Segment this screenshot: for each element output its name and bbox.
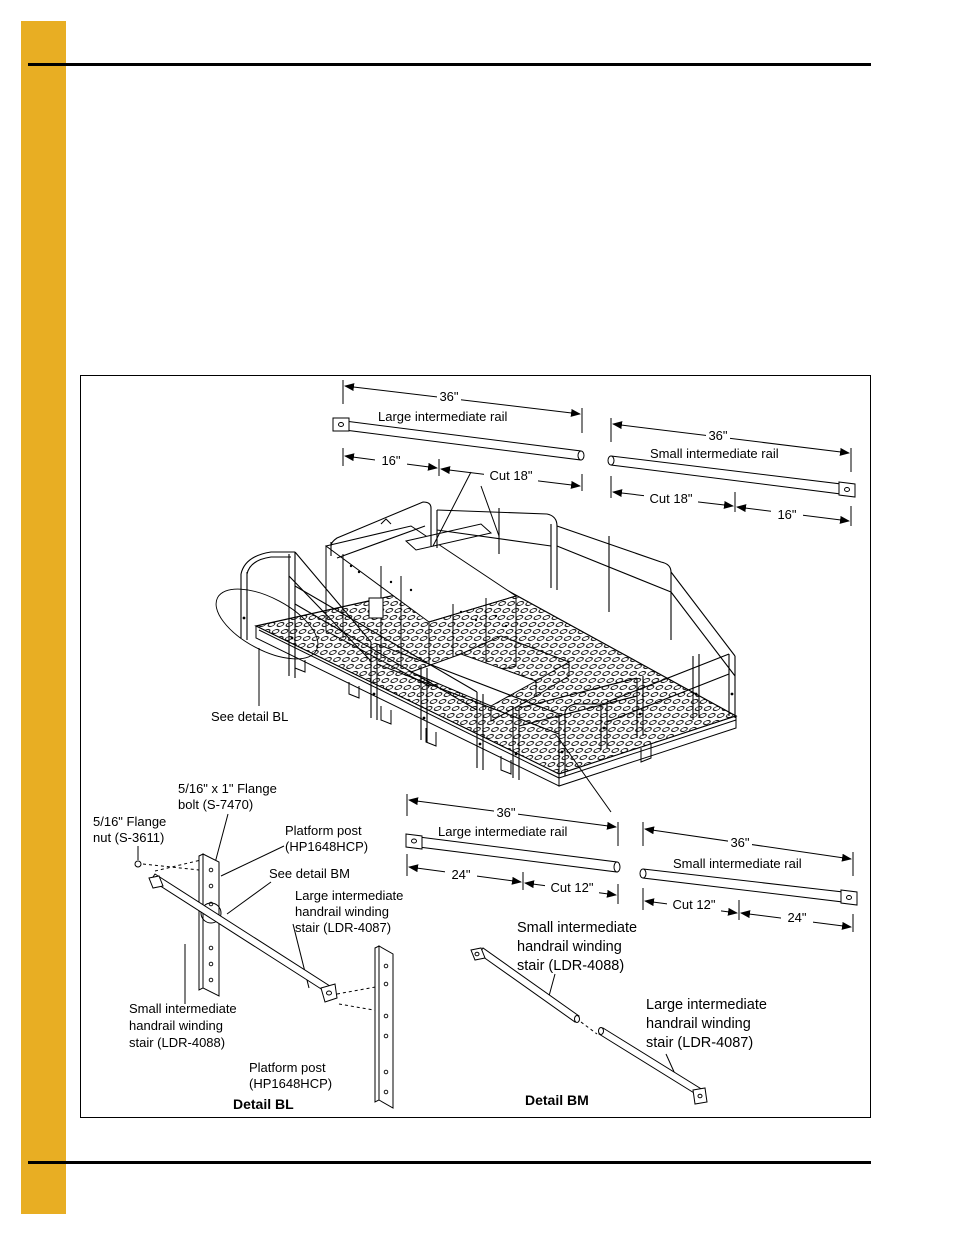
bottom-right-rail-name: Small intermediate rail xyxy=(673,856,802,871)
top-right-rail-dim-b: 16" xyxy=(777,507,796,522)
flange-nut-label-line1: 5/16" Flange xyxy=(93,814,166,829)
bottom-left-rail-dim-a: 24" xyxy=(451,867,470,882)
bottom-right-rail-dim-a: Cut 12" xyxy=(673,897,716,912)
bm-small-handrail-label-line3: stair (LDR-4088) xyxy=(517,958,624,974)
detail-bl: 5/16" x 1" Flange bolt (S-7470) 5/16" Fl… xyxy=(93,781,403,1112)
footer-rule xyxy=(28,1161,871,1164)
large-handrail-label-line1: Large intermediate xyxy=(295,888,403,903)
bottom-left-rail-dim-total: 36" xyxy=(496,805,515,820)
top-right-rail-dim-total: 36" xyxy=(708,428,727,443)
top-left-rail-dim-b: Cut 18" xyxy=(490,468,533,483)
flange-bolt-label-line1: 5/16" x 1" Flange xyxy=(178,781,277,796)
bm-large-handrail-label-line2: handrail winding xyxy=(646,1016,751,1032)
top-left-rail-group: 36" Large intermediate rail 16" Cut 18" xyxy=(332,380,585,491)
large-handrail-label-line2: handrail winding xyxy=(295,904,389,919)
small-handrail-label-line2: handrail winding xyxy=(129,1018,223,1033)
detail-bm-title: Detail BM xyxy=(525,1092,589,1108)
bottom-left-rail-group: 36" Large intermediate rail 24" Cut 12" xyxy=(405,794,621,904)
top-left-rail-leader xyxy=(432,471,472,547)
platform-post-bottom-label-line1: Platform post xyxy=(249,1060,326,1075)
figure-frame: 36" Large intermediate rail 16" Cut 18" … xyxy=(80,375,871,1118)
top-left-rail-dim-a: 16" xyxy=(381,453,400,468)
platform-post-top-label-line2: (HP1648HCP) xyxy=(285,839,368,854)
top-right-rail-group: 36" Small intermediate rail Cut 18" 16" xyxy=(607,418,856,526)
top-right-rail-bar xyxy=(607,455,856,498)
top-right-rail-name: Small intermediate rail xyxy=(650,446,779,461)
detail-bl-title: Detail BL xyxy=(233,1096,294,1112)
top-left-rail-leader-2 xyxy=(480,485,500,537)
header-rule xyxy=(28,63,871,66)
large-handrail-label-line3: stair (LDR-4087) xyxy=(295,920,391,935)
bottom-right-rail-group: 36" Small intermediate rail Cut 12" 24" xyxy=(639,822,858,932)
top-left-rail-dim-total: 36" xyxy=(439,389,458,404)
bm-small-handrail-label-line2: handrail winding xyxy=(517,939,622,955)
flange-bolt-label-line2: bolt (S-7470) xyxy=(178,797,253,812)
bottom-right-rail-dim-b: 24" xyxy=(787,910,806,925)
top-left-rail-name: Large intermediate rail xyxy=(378,409,507,424)
see-detail-bm-label: See detail BM xyxy=(269,866,350,881)
bm-large-handrail-label-line3: stair (LDR-4087) xyxy=(646,1035,753,1051)
bm-small-handrail-label-line1: Small intermediate xyxy=(517,920,637,936)
top-left-rail-bar xyxy=(332,417,585,461)
platform-post-top-label-line1: Platform post xyxy=(285,823,362,838)
platform-post-bottom-label-line2: (HP1648HCP) xyxy=(249,1076,332,1091)
platform-assembly xyxy=(215,501,738,787)
small-handrail-label-line1: Small intermediate xyxy=(129,1001,237,1016)
bottom-left-rail-dim-b: Cut 12" xyxy=(551,880,594,895)
flange-nut-label-line2: nut (S-3611) xyxy=(93,830,164,845)
see-detail-bl-label: See detail BL xyxy=(211,709,288,724)
top-right-rail-dim-a: Cut 18" xyxy=(650,491,693,506)
bottom-right-rail-dim-total: 36" xyxy=(730,835,749,850)
bottom-right-rail-bar xyxy=(639,868,858,906)
bottom-left-rail-name: Large intermediate rail xyxy=(438,824,567,839)
small-handrail-label-line3: stair (LDR-4088) xyxy=(129,1035,225,1050)
platform-rail-diagram: 36" Large intermediate rail 16" Cut 18" … xyxy=(93,380,858,1112)
detail-bm: Small intermediate handrail winding stai… xyxy=(470,920,767,1108)
bottom-left-rail-bar xyxy=(405,833,621,873)
bm-large-handrail-label-line1: Large intermediate xyxy=(646,997,767,1013)
gold-side-bar xyxy=(21,21,66,1214)
